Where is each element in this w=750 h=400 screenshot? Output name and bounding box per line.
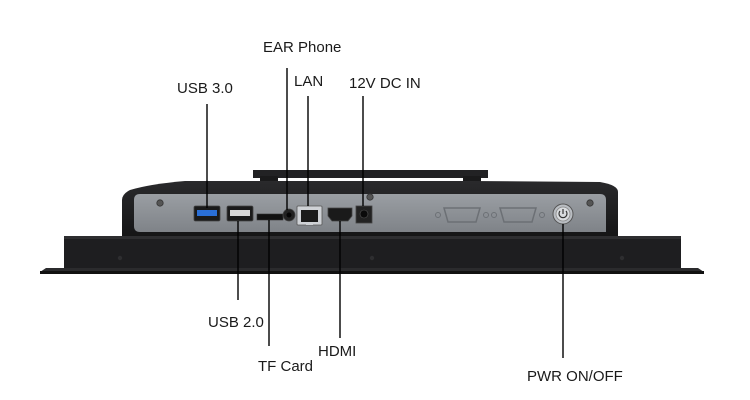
hdmi-port <box>327 207 353 222</box>
usb2-port <box>226 205 254 222</box>
tf-card-label: TF Card <box>258 358 314 375</box>
usb2-label: USB 2.0 <box>208 314 264 331</box>
pwr-label: PWR ON/OFF <box>527 368 623 385</box>
leader-lines <box>206 68 564 358</box>
usb3-port <box>193 205 221 222</box>
hdmi-label: HDMI <box>318 343 357 360</box>
lan-label: LAN <box>294 73 324 90</box>
tf-card-slot <box>256 213 284 221</box>
serial-port-outline <box>491 207 545 223</box>
lan-port <box>296 205 323 226</box>
ear-phone-label: EAR Phone <box>263 39 342 56</box>
usb3-label: USB 3.0 <box>177 80 233 97</box>
ear-phone-jack <box>282 208 296 222</box>
dc-in-label: 12V DC IN <box>349 75 421 92</box>
front-bezel <box>40 236 704 274</box>
top-bracket <box>253 170 488 182</box>
serial-port-outline <box>435 207 489 223</box>
power-button <box>552 203 574 225</box>
dc-in-jack <box>355 205 373 224</box>
